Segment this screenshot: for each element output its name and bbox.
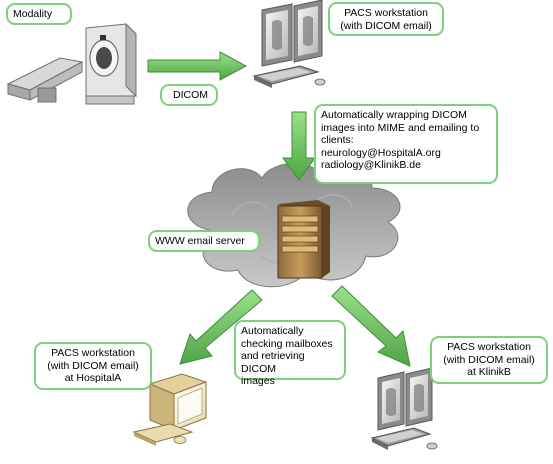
pacs-klinik-b-icon bbox=[370, 367, 438, 450]
dicom-arrow bbox=[147, 51, 248, 81]
pacs-hospital-a-icon bbox=[132, 373, 208, 446]
ct-scanner-icon bbox=[6, 22, 137, 105]
retrieve-arrow-klinik-b bbox=[331, 285, 411, 367]
modality-label: Modality bbox=[6, 3, 72, 25]
pacs-sender-label: PACS workstation (with DICOM email) bbox=[328, 2, 444, 36]
retrieve-note: Automatically checking mailboxes and ret… bbox=[234, 320, 346, 387]
wrapping-note: Automatically wrapping DICOM images into… bbox=[314, 104, 498, 184]
email-send-arrow bbox=[282, 111, 316, 181]
retrieve-arrow-hospital-a bbox=[179, 289, 263, 365]
pacs-hospital-a-label: PACS workstation (with DICOM email) at H… bbox=[34, 342, 152, 390]
email-server-label: WWW email server bbox=[148, 230, 260, 252]
dicom-label: DICOM bbox=[160, 84, 218, 106]
email-server-icon bbox=[277, 200, 330, 279]
pacs-workstation-icon bbox=[252, 0, 326, 88]
pacs-klinik-b-label: PACS workstation (with DICOM email) at K… bbox=[430, 336, 548, 384]
